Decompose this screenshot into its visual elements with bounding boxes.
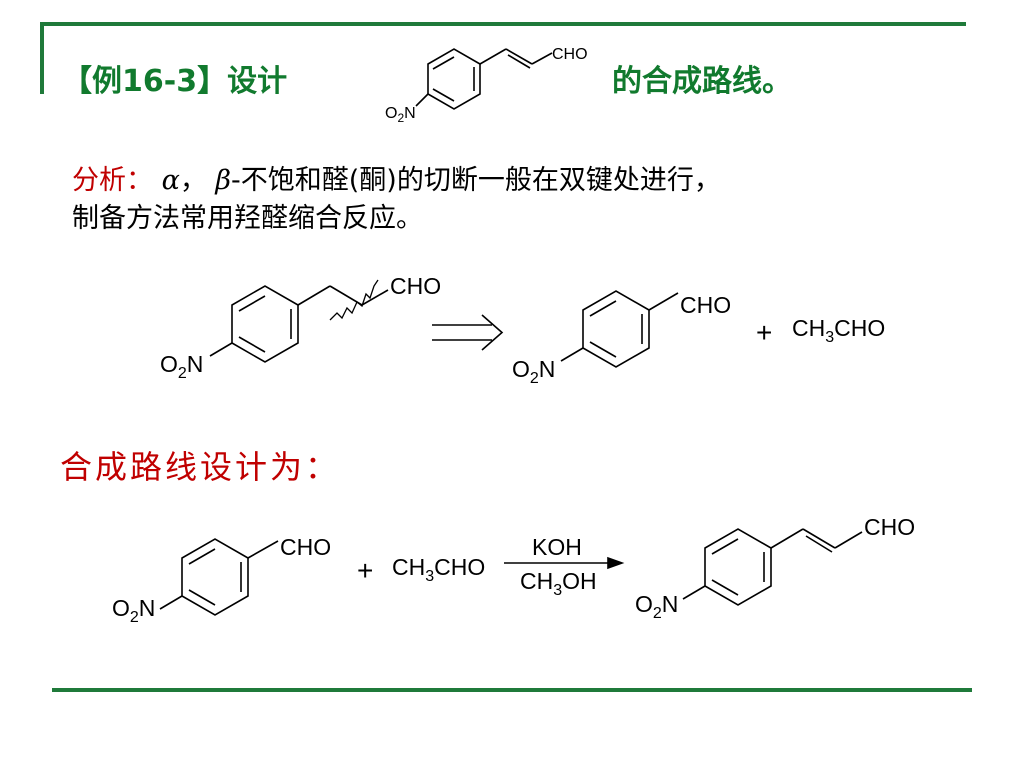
route-product-molecule (682, 528, 863, 606)
analysis-nitrobenzaldehyde (560, 290, 679, 368)
product-nitro-label: O2N (635, 591, 678, 622)
analysis-paragraph: 分析： α， β-不饱和醛(酮)的切断一般在双键处进行， 制备方法常用羟醛缩合反… (72, 162, 972, 238)
route-heading: 合成路线设计为： (60, 448, 341, 486)
analysis-plus-sign: + (756, 317, 772, 348)
analysis-text-line2: 制备方法常用羟醛缩合反应。 (72, 203, 423, 234)
product-benzene-ring (704, 528, 772, 606)
retrosynthesis-arrow (432, 314, 504, 351)
analysis-text-line1: -不饱和醛(酮)的切断一般在双键处进行， (231, 165, 721, 196)
title-suffix: 的合成路线。 (612, 64, 792, 99)
analysis-comma: ， (179, 165, 207, 196)
route-plus-sign: + (357, 555, 373, 586)
left-rule (40, 22, 44, 94)
route-aldehyde-cho-label: CHO (280, 534, 331, 560)
wavy-disconnection-mark (329, 279, 379, 321)
reaction-arrow (504, 556, 625, 570)
route-nitrobenzaldehyde (159, 538, 279, 616)
analysis-aldehyde-nitro-label: O2N (512, 356, 555, 387)
title-nitro-label: O2N (385, 105, 416, 125)
analysis-benzene-ring (231, 285, 299, 363)
analysis-target-cho-label: CHO (390, 273, 441, 299)
product-cho-label: CHO (864, 514, 915, 540)
beta-symbol: β (215, 165, 232, 196)
alpha-symbol: α (161, 165, 180, 196)
title-prefix: 【例16-3】设计 (62, 64, 288, 99)
route-acetaldehyde-label: CH3CHO (392, 554, 485, 585)
title-target-molecule (415, 48, 553, 110)
reagent-koh-label: KOH (532, 534, 582, 560)
bottom-rule (52, 688, 972, 692)
title-vinyl-bond (479, 48, 507, 65)
solvent-methanol-label: CH3OH (520, 568, 597, 599)
analysis-acetaldehyde-label: CH3CHO (792, 315, 885, 346)
title-benzene-ring (427, 48, 481, 110)
top-rule (40, 22, 966, 26)
analysis-target-molecule (209, 279, 389, 363)
analysis-label: 分析： (72, 165, 153, 196)
route-aldehyde-nitro-label: O2N (112, 595, 155, 626)
analysis-target-nitro-label: O2N (160, 351, 203, 382)
analysis-aldehyde-cho-label: CHO (680, 292, 731, 318)
analysis-aldehyde-ring (582, 290, 650, 368)
route-aldehyde-ring (181, 538, 249, 616)
title-cho-label: CHO (552, 46, 588, 63)
